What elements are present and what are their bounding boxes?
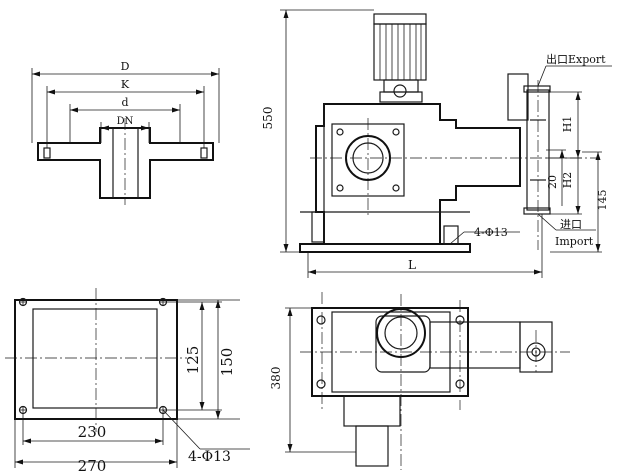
H2-label: H2 <box>561 172 574 189</box>
bolt-hole <box>18 297 28 307</box>
dim-230-label: 230 <box>78 423 107 441</box>
label-DN: DN <box>117 116 134 127</box>
dim-380-label: 380 <box>269 367 283 390</box>
leader-line <box>162 409 201 450</box>
top-bottom-stub <box>355 425 389 467</box>
base-opening <box>32 308 158 409</box>
pump-housing <box>315 103 521 245</box>
flange-detail: D K d DN <box>31 60 220 205</box>
dim-20-label: 20 <box>546 175 559 189</box>
motor-body <box>373 23 427 81</box>
bolt-hole <box>316 315 326 325</box>
flange-outline <box>37 127 214 199</box>
dim-270-label: 270 <box>78 457 107 475</box>
inlet-label-en: Import <box>555 235 594 248</box>
top-motor-body <box>429 321 521 369</box>
motor-flange <box>383 79 419 93</box>
label-d: d <box>121 96 128 109</box>
bolt-hole <box>316 379 326 389</box>
side-holes-note: 4-Φ13 <box>474 226 508 239</box>
valve-box <box>507 73 529 121</box>
inlet-label-cn: 进口 <box>560 218 582 231</box>
base-plan: 230 270 125 150 4-Φ13 <box>5 288 250 475</box>
label-D: D <box>121 60 130 73</box>
motor-cap <box>373 13 427 25</box>
holes-note: 4-Φ13 <box>188 449 231 465</box>
dim-145-label: 145 <box>596 190 609 211</box>
dim-550-label: 550 <box>261 107 275 130</box>
side-view: 550 L H1 H2 20 145 出口Export <box>261 9 612 278</box>
H1-label: H1 <box>561 116 574 133</box>
dim-125-label: 125 <box>184 346 202 375</box>
outlet-label: 出口Export <box>546 52 606 66</box>
side-base-plate <box>299 243 471 253</box>
dim-150-label: 150 <box>218 348 236 377</box>
label-K: K <box>121 78 130 91</box>
bolt-hole-right <box>200 147 208 159</box>
top-view: 380 <box>269 292 570 470</box>
bolt-hole-left <box>43 147 51 159</box>
dim-L-label: L <box>408 258 416 272</box>
